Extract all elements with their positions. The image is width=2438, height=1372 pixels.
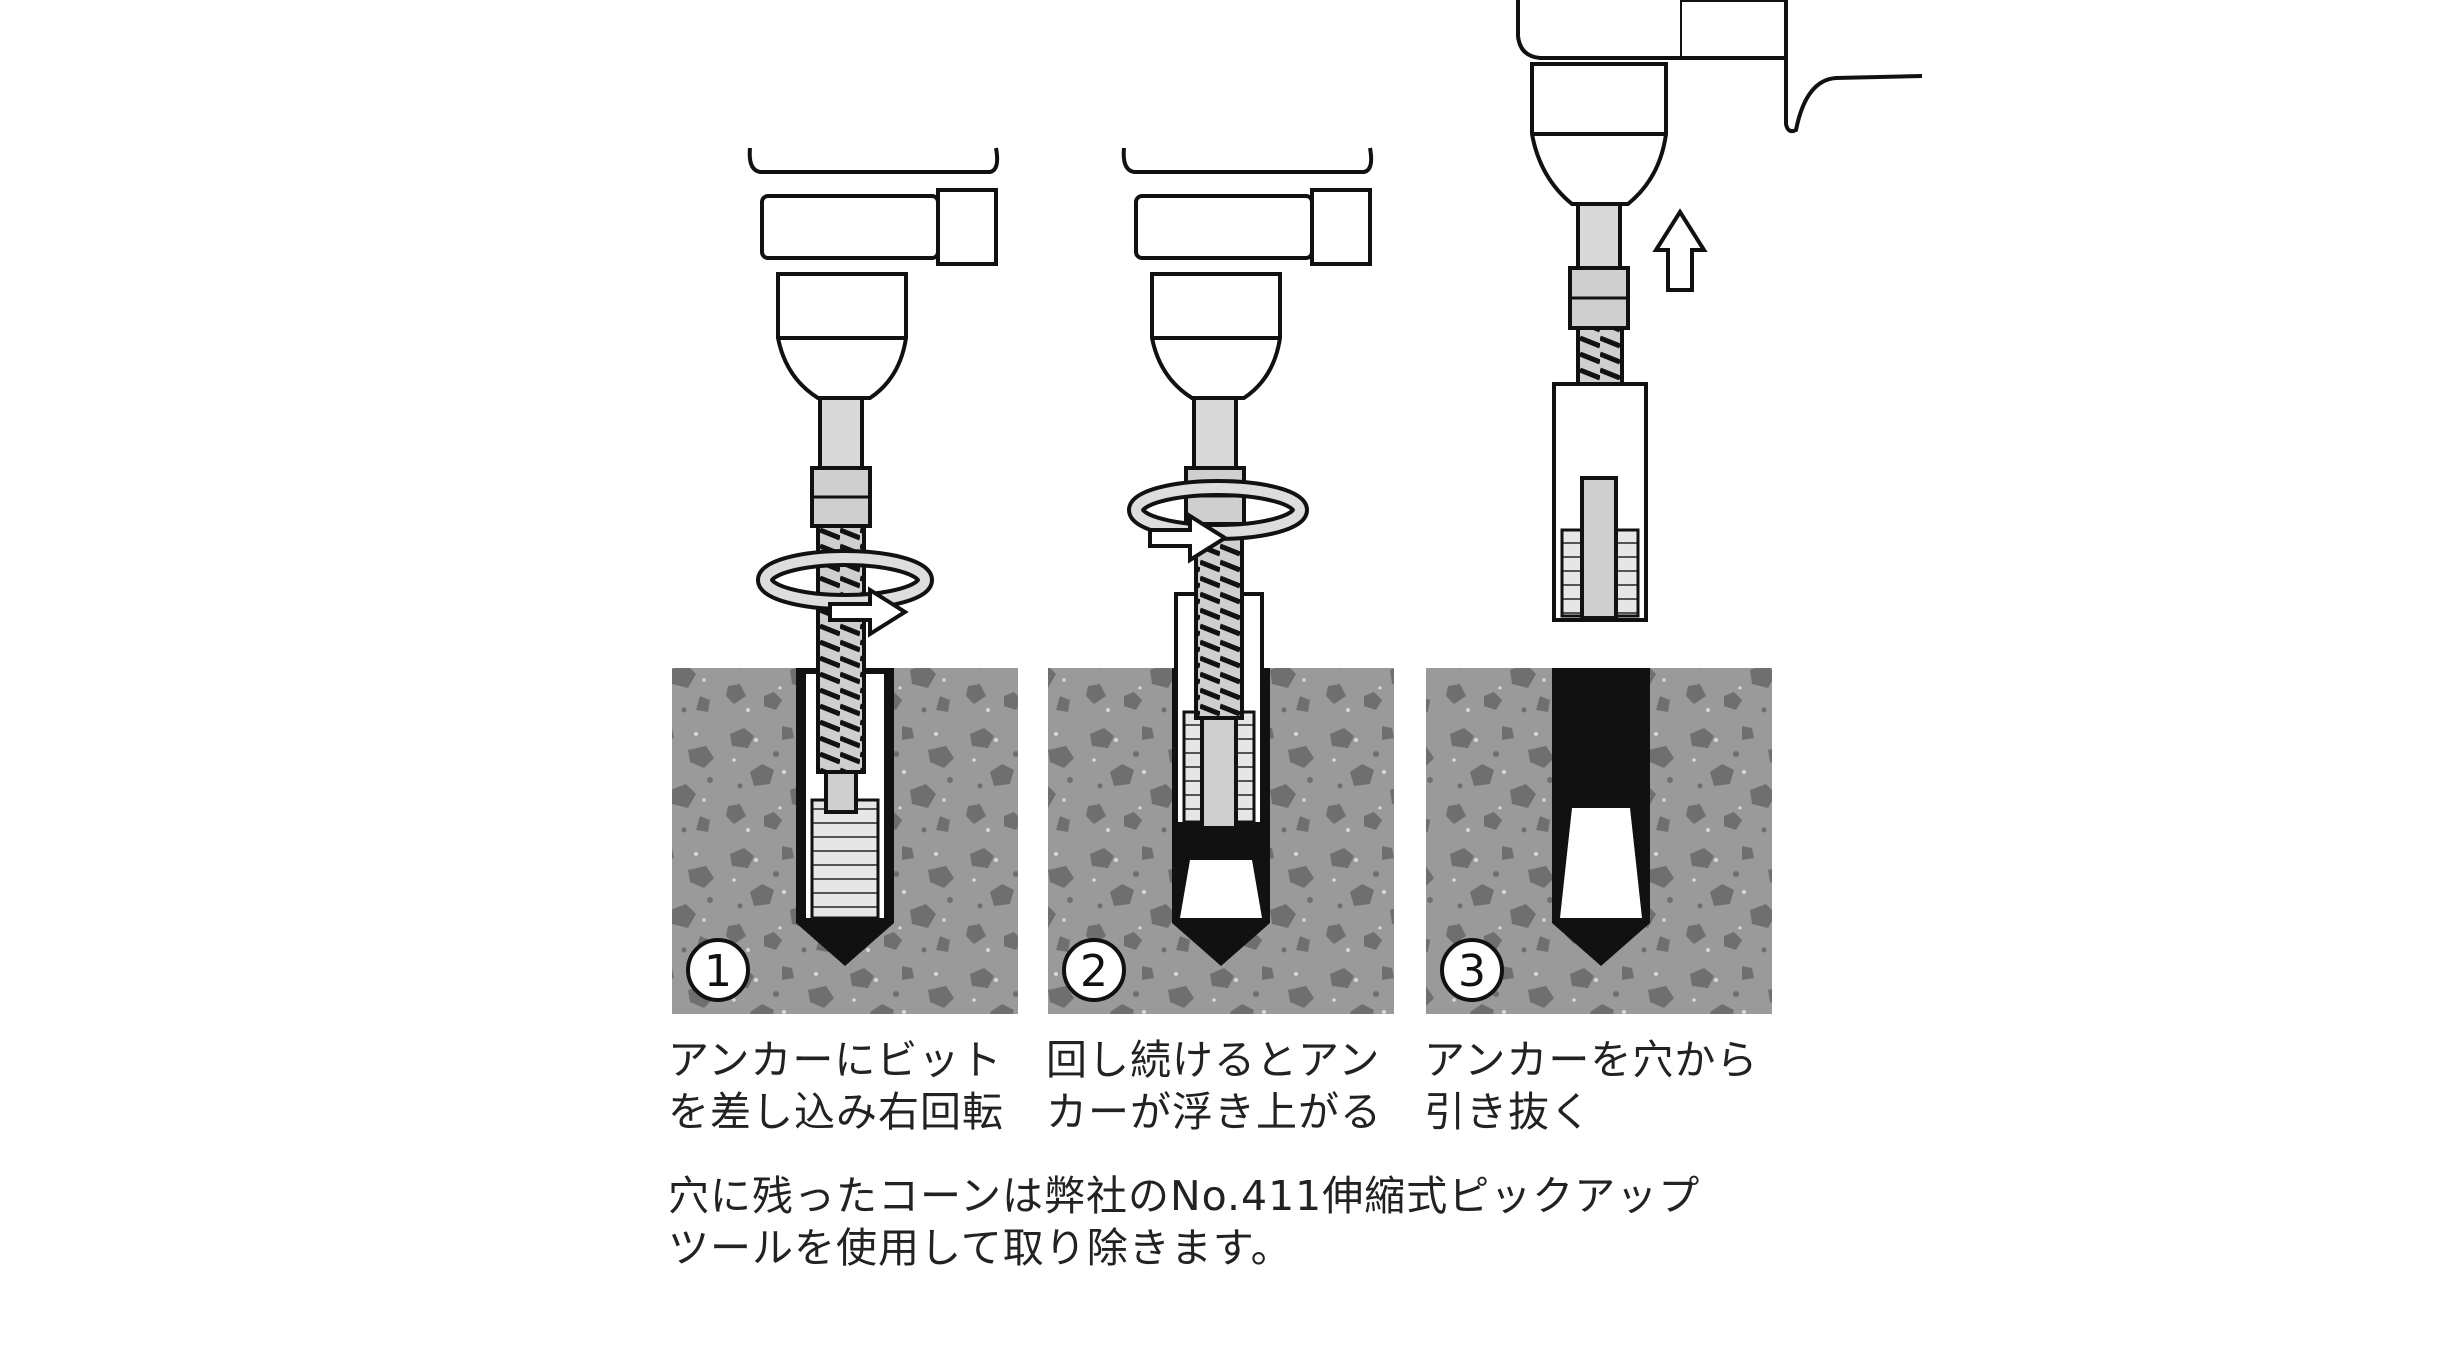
step-1-illustration: 1 — [672, 147, 1018, 1014]
drill-body — [1121, 147, 1374, 174]
step-3-number-badge — [1440, 938, 1504, 1002]
up-arrow-icon — [1652, 208, 1708, 292]
caption-line: アンカーを穴から — [1424, 1036, 1759, 1084]
step-1-caption: アンカーにビット を差し込み右回転 — [668, 1034, 1004, 1138]
bit-shank — [818, 396, 864, 470]
step-3-illustration: 3 — [1426, 0, 1923, 1014]
bit-shank — [1576, 202, 1622, 270]
step-2-illustration: 2 — [1048, 147, 1394, 1014]
footnote-line: 穴に残ったコーンは弊社のNo.411伸縮式ピックアップ — [668, 1172, 1701, 1220]
rotate-arrow-icon — [1127, 479, 1309, 564]
step-2-number-badge — [1062, 938, 1126, 1002]
step-3-caption: アンカーを穴から 引き抜く — [1424, 1034, 1758, 1138]
step-1-number-badge — [686, 938, 750, 1002]
cone-remnant — [1560, 808, 1642, 918]
caption-line: 引き抜く — [1424, 1088, 1592, 1136]
caption-line: アンカーにビット — [668, 1036, 1003, 1084]
caption-line: カーが浮き上がる — [1046, 1088, 1382, 1136]
bit-shank — [1192, 396, 1238, 470]
caption-line: 回し続けるとアン — [1046, 1036, 1381, 1084]
drill-tip-cone — [796, 923, 894, 966]
rotate-clockwise-arrow-icon — [756, 549, 934, 638]
drill-collar — [1134, 194, 1314, 260]
drill-body — [1516, 0, 1684, 60]
drill-tip-cone — [1172, 923, 1270, 966]
footnote-line: ツールを使用して取り除きます。 — [668, 1224, 1293, 1272]
drill-body — [747, 147, 1000, 174]
step-1-number: 1 — [704, 946, 732, 997]
step-2-caption: 回し続けるとアン カーが浮き上がる — [1046, 1034, 1382, 1138]
drill-tip-cone — [1552, 923, 1650, 966]
footnote: 穴に残ったコーンは弊社のNo.411伸縮式ピックアップ ツールを使用して取り除き… — [668, 1170, 1700, 1274]
step-2-number: 2 — [1080, 946, 1108, 997]
drill-collar — [760, 194, 940, 260]
step-3-number: 3 — [1458, 946, 1486, 997]
caption-line: を差し込み右回転 — [668, 1088, 1004, 1136]
cone-remnant — [1180, 860, 1262, 918]
